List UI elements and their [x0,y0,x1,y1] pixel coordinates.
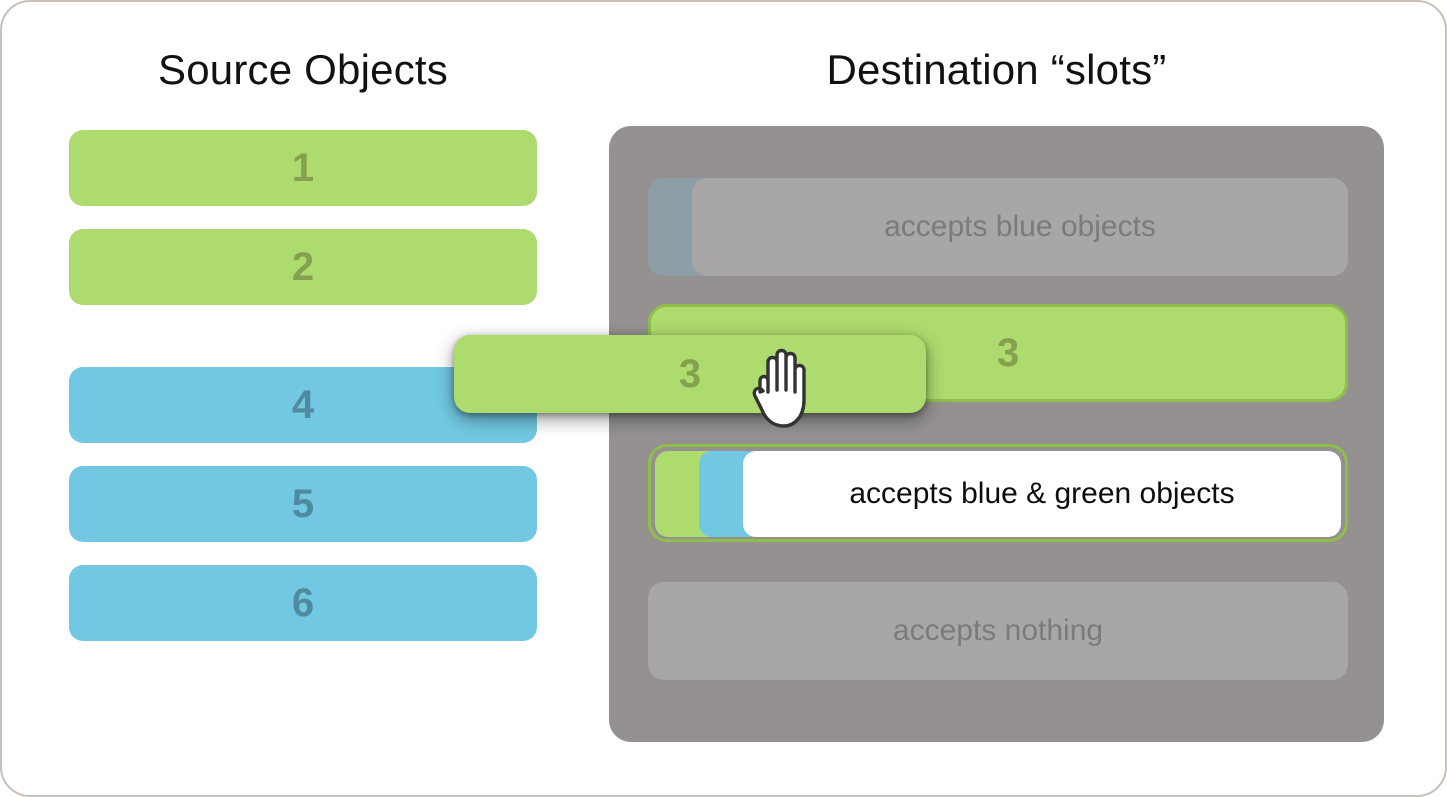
destination-column-heading: Destination “slots” [826,46,1167,93]
source-item-1[interactable]: 1 [69,130,537,206]
destination-slots-panel: accepts blue objects 3 accepts blue & gr… [609,126,1384,742]
slot-label: accepts blue & green objects [849,477,1235,510]
source-item-label: 6 [291,581,315,625]
slot-accepts-blue[interactable]: accepts blue objects [648,178,1348,276]
slot-accepts-nothing[interactable]: accepts nothing [648,582,1348,680]
source-item-5[interactable]: 5 [69,466,537,542]
drag-ghost-label: 3 [678,352,702,396]
slot-face: accepts blue & green objects [743,451,1341,537]
source-item-label: 4 [291,383,315,427]
source-item-2[interactable]: 2 [69,229,537,305]
dropped-item-label: 3 [997,331,1020,375]
source-item-label: 2 [291,245,315,289]
slot-accepts-blue-and-green[interactable]: accepts blue & green objects [648,444,1348,542]
source-item-label: 1 [291,146,315,190]
slot-face: accepts blue objects [692,178,1348,276]
source-item-6[interactable]: 6 [69,565,537,641]
drag-ghost-item[interactable]: 3 [454,335,926,413]
slot-label: accepts blue objects [884,210,1156,243]
source-item-label: 5 [291,482,315,526]
slot-label: accepts nothing [892,614,1104,647]
source-column-heading: Source Objects [158,46,448,93]
slot-face: accepts nothing [648,582,1348,680]
